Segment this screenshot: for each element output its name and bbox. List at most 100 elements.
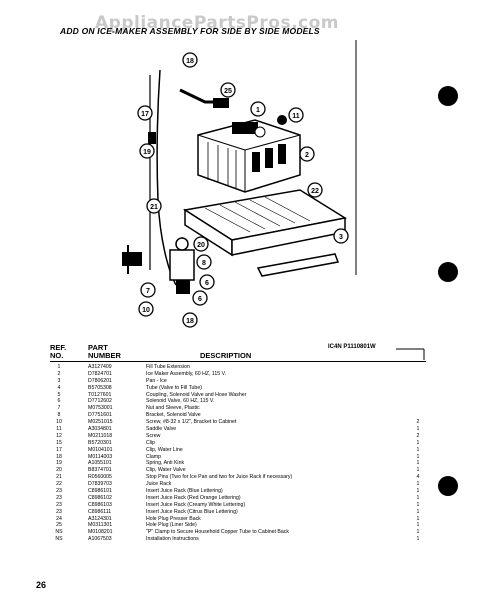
- table-cell-qty: 4: [416, 474, 420, 481]
- callout-18-bottom: 18: [182, 312, 198, 328]
- callout-18-top: 18: [182, 52, 198, 68]
- table-cell-qty: [412, 405, 424, 412]
- table-cell-part: D7806201: [88, 377, 112, 384]
- table-cell-qty: [412, 364, 424, 371]
- table-cell-ref: 5: [57, 391, 61, 398]
- table-cell-ref: 12: [56, 432, 62, 439]
- table-cell-desc: Hole Plug Presser Back: [146, 515, 201, 522]
- table-cell-desc: Insert Juice Rack (Blue Lettering): [146, 488, 223, 495]
- svg-text:6: 6: [198, 296, 202, 303]
- table-cell-ref: 11: [56, 426, 62, 433]
- table-cell-qty: [412, 398, 424, 405]
- table-cell-part: C8986103: [88, 501, 112, 508]
- table-cell-ref: 23: [56, 501, 62, 508]
- model-number: IC4N P1110801W: [328, 344, 376, 350]
- callout-1: 1: [250, 101, 266, 117]
- description-header: DESCRIPTION: [200, 351, 252, 360]
- table-cell-qty: [412, 371, 424, 378]
- table-cell-part: T0127601: [88, 391, 112, 398]
- table-cell-qty: 1: [416, 529, 420, 536]
- table-cell-qty: 1: [416, 508, 420, 515]
- table-cell-desc: Juice Rack: [146, 481, 172, 488]
- table-cell-ref: 15: [56, 439, 62, 446]
- table-cell-desc: Saddle Valve: [146, 426, 177, 433]
- table-cell-ref: 3: [57, 377, 61, 384]
- callout-6-lower: 6: [192, 290, 208, 306]
- table-cell-ref: 19: [56, 460, 62, 467]
- model-bracket: [396, 348, 425, 360]
- table-cell-desc: Insert Juice Rack (Creamy White Letterin…: [146, 501, 246, 508]
- binder-hole-top: [438, 86, 458, 106]
- table-cell-qty: 1: [416, 481, 420, 488]
- svg-text:1: 1: [256, 107, 260, 114]
- table-cell-ref: 23: [56, 508, 62, 515]
- table-cell-part: M0211018: [88, 432, 113, 439]
- svg-text:6: 6: [205, 280, 209, 287]
- table-cell-desc: Screw: [146, 432, 161, 439]
- saddle-valve: [122, 245, 142, 274]
- table-cell-part: A1055101: [88, 460, 112, 467]
- svg-text:22: 22: [311, 188, 319, 195]
- table-cell-part: A3124301: [88, 515, 112, 522]
- svg-text:20: 20: [197, 242, 205, 249]
- table-cell-qty: 1: [416, 467, 420, 474]
- table-cell-qty: [412, 378, 424, 385]
- table-cell-part: M0251015: [88, 419, 113, 426]
- ice-pan: [182, 189, 348, 257]
- table-cell-part: B5720301: [88, 439, 112, 446]
- table-cell-qty: 1: [416, 460, 420, 467]
- table-cell-desc: Clip, Water Valve: [146, 467, 186, 474]
- table-cell-part: R0560005: [88, 474, 112, 481]
- table-cell-part: B8374701: [88, 467, 112, 474]
- table-cell-desc: Coupling, Solenoid Valve and Hose Washer: [146, 391, 247, 398]
- table-cell-qty: 1: [416, 536, 420, 543]
- table-cell-desc: Insert Juice Rack (Citrus Blue Lettering…: [146, 508, 238, 515]
- table-cell-ref: 25: [56, 522, 62, 529]
- table-cell-desc: Installation Instructions: [146, 536, 199, 543]
- table-cell-ref: 21: [56, 474, 62, 481]
- table-cell-ref: 7: [57, 405, 61, 412]
- table-cell-desc: Stop Pins (Two for Ice Pan and two for J…: [146, 474, 293, 481]
- table-cell-part: C8986102: [88, 494, 112, 501]
- table-cell-desc: Clip: [146, 439, 155, 446]
- page-number: 26: [36, 580, 47, 590]
- table-cell-part: C8986101: [88, 488, 112, 495]
- table-cell-part: A1067503: [88, 536, 112, 543]
- table-cell-part: A3034801: [88, 426, 112, 433]
- table-cell-part: D7824701: [88, 370, 112, 377]
- solenoid-valve: [169, 237, 195, 294]
- callout-21: 21: [146, 198, 162, 214]
- callout-10: 10: [138, 301, 154, 317]
- table-cell-part: D7839703: [88, 481, 112, 488]
- table-cell-desc: Screw, #8-32 x 1/2", Bracket to Cabinet: [146, 419, 237, 426]
- svg-text:17: 17: [141, 111, 149, 118]
- table-cell-ref: NS: [55, 529, 63, 536]
- table-cell-ref: 23: [56, 494, 62, 501]
- table-cell-part: M0311301: [88, 522, 113, 529]
- table-cell-qty: 1: [416, 446, 420, 453]
- ref-no-header: REF.NO.: [50, 343, 67, 360]
- table-cell-qty: 1: [416, 439, 420, 446]
- table-cell-ref: 18: [56, 453, 62, 460]
- table-cell-ref: 22: [56, 481, 62, 488]
- binder-hole-bottom: [438, 476, 458, 496]
- table-cell-qty: 1: [416, 488, 420, 495]
- exploded-parts-diagram: 18 17 25 1 19 11 2 21 22 20 3 8 6 7 6 10…: [122, 40, 357, 328]
- svg-text:11: 11: [292, 113, 300, 120]
- table-cell-ref: 10: [56, 419, 62, 426]
- page-title: ADD ON ICE-MAKER ASSEMBLY FOR SIDE BY SI…: [60, 26, 320, 36]
- table-cell-ref: 23: [56, 488, 62, 495]
- callout-17: 17: [137, 105, 153, 121]
- table-cell-qty: 1: [416, 453, 420, 460]
- table-cell-desc: Clip, Water Line: [146, 446, 183, 453]
- callout-20: 20: [193, 236, 209, 252]
- svg-text:18: 18: [186, 318, 194, 325]
- table-cell-desc: Nut and Sleeve, Plastic: [146, 405, 200, 412]
- table-cell-part: M0753001: [88, 405, 113, 412]
- svg-text:8: 8: [202, 260, 206, 267]
- table-cell-desc: "P" Clamp to Secure Household Copper Tub…: [146, 529, 289, 536]
- svg-text:2: 2: [305, 152, 309, 159]
- svg-text:7: 7: [146, 288, 150, 295]
